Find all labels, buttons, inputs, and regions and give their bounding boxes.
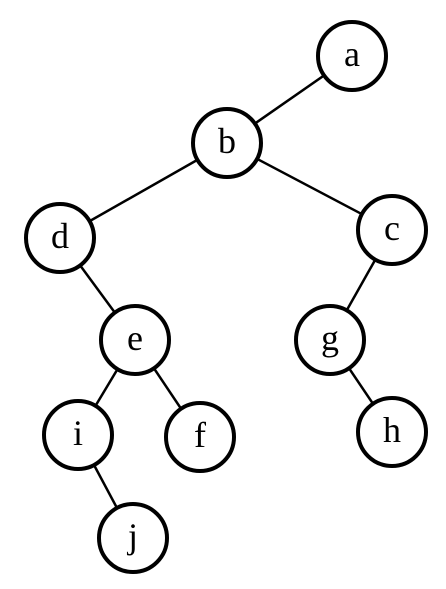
tree-node-i: i [42, 399, 114, 471]
node-circle-i [42, 399, 114, 471]
node-label-d: d [51, 216, 69, 256]
node-label-c: c [384, 208, 400, 248]
tree-node-h: h [356, 396, 428, 468]
tree-node-j: j [97, 502, 169, 574]
node-circle-f [164, 401, 236, 473]
tree-nodes: a b c d e f g h i j [24, 20, 428, 574]
tree-node-c: c [356, 194, 428, 266]
node-label-j: j [126, 516, 138, 556]
node-label-g: g [321, 318, 339, 358]
node-label-f: f [194, 415, 206, 455]
tree-node-f: f [164, 401, 236, 473]
node-circle-j [97, 502, 169, 574]
node-label-b: b [218, 121, 236, 161]
node-circle-a [316, 20, 388, 92]
node-label-a: a [344, 34, 360, 74]
tree-node-b: b [191, 107, 263, 179]
node-label-e: e [127, 318, 143, 358]
tree-node-a: a [316, 20, 388, 92]
tree-node-d: d [24, 202, 96, 274]
node-circle-b [191, 107, 263, 179]
node-label-i: i [73, 413, 83, 453]
tree-node-e: e [99, 304, 171, 376]
node-circle-g [294, 304, 366, 376]
node-label-h: h [383, 410, 401, 450]
node-circle-c [356, 194, 428, 266]
node-circle-e [99, 304, 171, 376]
tree-node-g: g [294, 304, 366, 376]
node-circle-h [356, 396, 428, 468]
node-circle-d [24, 202, 96, 274]
